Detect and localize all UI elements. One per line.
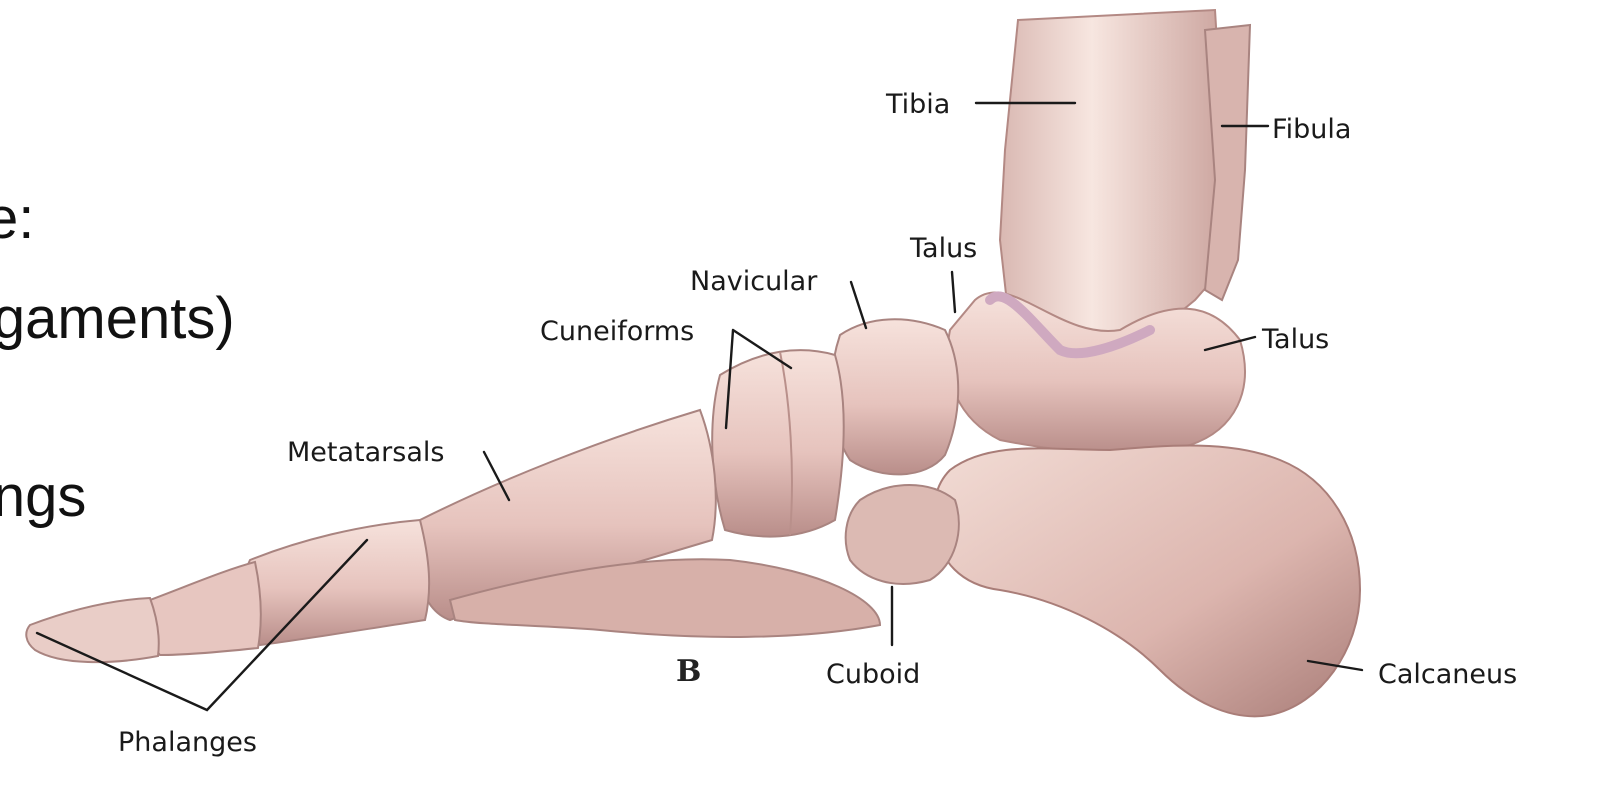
label-talus-right: Talus [1261,324,1329,355]
label-calcaneus: Calcaneus [1378,659,1517,690]
label-cuboid: Cuboid [826,659,920,690]
label-phalanges: Phalanges [118,727,257,758]
plate-letter: B [676,654,701,689]
cuboid-bone [846,485,959,584]
navicular-bone [831,319,958,474]
calcaneus-bone [934,446,1360,717]
phalanx-bones [26,520,429,662]
label-talus-top: Talus [909,233,977,264]
label-tibia: Tibia [885,89,950,120]
label-cuneiforms: Cuneiforms [540,316,694,347]
cuneiform-bones [712,350,843,536]
label-navicular: Navicular [690,266,818,297]
label-fibula: Fibula [1272,114,1351,145]
label-metatarsals: Metatarsals [287,437,444,468]
